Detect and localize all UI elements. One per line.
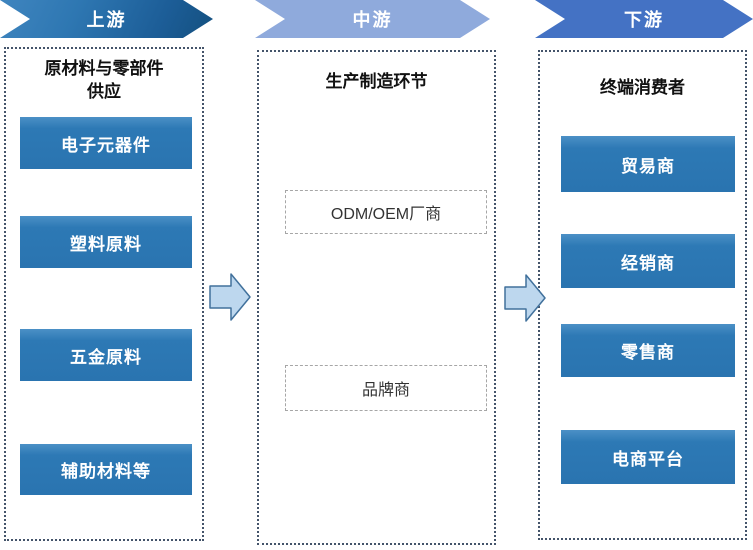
upstream-title-line2: 供应 (87, 82, 121, 101)
upstream-item-hardware-materials: 五金原料 (20, 329, 192, 381)
downstream-item-retailer: 零售商 (561, 324, 735, 377)
upstream-item-auxiliary-materials: 辅助材料等 (20, 444, 192, 495)
downstream-item-distributor: 经销商 (561, 234, 735, 288)
downstream-item-ecommerce-platform: 电商平台 (561, 430, 735, 484)
downstream-title: 终端消费者 (540, 76, 745, 99)
stage-chevron-upstream: 上游 (0, 0, 213, 38)
right-arrow-icon (504, 272, 546, 324)
upstream-item-electronic-components: 电子元器件 (20, 117, 192, 169)
stage-label-upstream: 上游 (86, 10, 127, 30)
downstream-panel: 终端消费者 贸易商 经销商 零售商 电商平台 (538, 50, 747, 540)
downstream-item-trader: 贸易商 (561, 136, 735, 192)
stage-chevron-downstream: 下游 (535, 0, 753, 38)
upstream-title: 原材料与零部件 供应 (6, 57, 202, 103)
downstream-title-line1: 终端消费者 (600, 78, 685, 97)
stage-label-midstream: 中游 (352, 10, 393, 30)
midstream-panel: 生产制造环节 ODM/OEM厂商 品牌商 (257, 50, 496, 545)
midstream-item-odm-oem: ODM/OEM厂商 (285, 190, 487, 234)
stage-label-downstream: 下游 (624, 10, 664, 30)
midstream-title-line1: 生产制造环节 (325, 72, 428, 91)
stage-chevron-midstream: 中游 (255, 0, 490, 38)
right-arrow-icon (209, 271, 251, 323)
midstream-item-brand-owner: 品牌商 (285, 365, 487, 411)
upstream-title-line1: 原材料与零部件 (44, 59, 164, 78)
upstream-panel: 原材料与零部件 供应 电子元器件 塑料原料 五金原料 辅助材料等 (4, 47, 204, 541)
midstream-title: 生产制造环节 (259, 70, 494, 93)
upstream-item-plastic-materials: 塑料原料 (20, 216, 192, 268)
